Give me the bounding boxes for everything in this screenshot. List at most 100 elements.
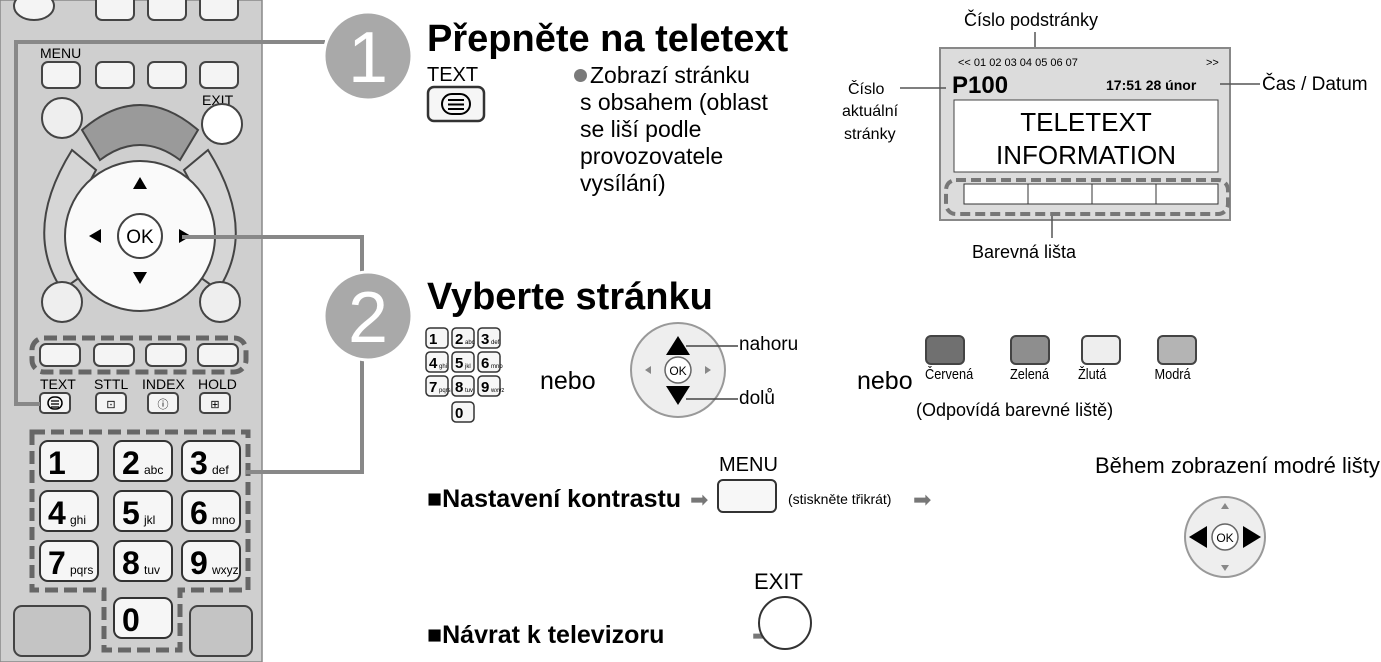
hold-icon: ⊞ (210, 399, 219, 411)
contrast-menu-key[interactable] (717, 479, 777, 513)
sttl-button[interactable] (95, 392, 127, 414)
svg-text:3: 3 (190, 445, 208, 481)
contrast-navigation-pad[interactable]: OK (1180, 492, 1270, 582)
step1-description: Zobrazí stránku s obsahem (oblast se liš… (580, 62, 768, 196)
number-key-7[interactable]: 7 pqrs (39, 540, 99, 582)
step1-bullet-icon (574, 69, 587, 82)
color-key-label-yellow: Žlutá (1078, 366, 1107, 383)
svg-text:9: 9 (190, 545, 208, 581)
green-button[interactable] (93, 343, 135, 367)
svg-text:def: def (491, 340, 500, 346)
svg-text:2: 2 (455, 331, 463, 348)
red-color-key[interactable] (925, 335, 965, 365)
mini-up-arrow-icon (666, 336, 690, 355)
number-key-0[interactable]: 0 (113, 597, 173, 639)
text-button[interactable] (39, 392, 71, 414)
svg-text:tuv: tuv (144, 563, 160, 577)
square-bullet-icon: ■ (427, 485, 443, 513)
up-arrow-icon (133, 177, 147, 189)
contrast-menu-label: MENU (719, 454, 778, 476)
exit-button[interactable] (201, 103, 243, 145)
current-page-line-3: stránky (844, 126, 896, 143)
yellow-color-key[interactable] (1081, 335, 1121, 365)
svg-text:ghi: ghi (439, 364, 447, 370)
power-button[interactable] (13, 0, 55, 21)
teletext-diagram: Číslo podstránky << 01 02 03 04 05 06 07… (842, 9, 1368, 262)
number-key-8[interactable]: 8 tuv (113, 540, 173, 582)
remote-func-label: STTL (94, 376, 128, 392)
return-exit-label: EXIT (754, 569, 803, 594)
top-button-3[interactable] (199, 0, 239, 21)
blue-color-key[interactable] (1157, 335, 1197, 365)
svg-text:5: 5 (455, 355, 463, 372)
mini-down-arrow-icon (666, 386, 690, 405)
subtitle-icon: ⊡ (106, 399, 115, 411)
number-pad-highlight (29, 429, 251, 653)
mini-navigation-pad[interactable]: OK (620, 322, 820, 422)
return-exit-key[interactable] (758, 596, 812, 650)
green-color-key[interactable] (1010, 335, 1050, 365)
current-page-line-2: aktuální (842, 103, 899, 120)
colors-note: (Odpovídá barevné liště) (916, 400, 1114, 420)
remote-button-b[interactable] (147, 61, 187, 89)
left-arrow-icon (89, 229, 101, 243)
square-bullet-icon-2: ■ (427, 621, 443, 649)
index-icon: ⓘ (158, 398, 169, 411)
svg-text:pqrs: pqrs (439, 388, 451, 394)
svg-text:8: 8 (455, 379, 463, 396)
subpage-label: Číslo podstránky (964, 9, 1098, 30)
remote-button-c[interactable] (199, 61, 239, 89)
return-button[interactable] (41, 97, 83, 139)
input-button[interactable] (189, 605, 253, 657)
mini-number-key-1[interactable]: 1 (425, 327, 449, 349)
nav-arc-top[interactable] (80, 104, 200, 162)
remote-button-a[interactable] (95, 61, 135, 89)
svg-text:1: 1 (348, 18, 388, 98)
svg-text:8: 8 (122, 545, 140, 581)
red-button[interactable] (39, 343, 81, 367)
down-label: dolů (739, 388, 775, 409)
ok-button[interactable] (117, 213, 163, 259)
remote-func-label: HOLD (198, 376, 237, 392)
svg-text:wxyz: wxyz (211, 563, 239, 577)
text-key-icon[interactable] (426, 85, 488, 125)
option-button-left[interactable] (41, 281, 83, 323)
time-date-label: Čas / Datum (1262, 73, 1368, 95)
menu-button[interactable] (41, 61, 81, 89)
index-button[interactable] (147, 392, 179, 414)
number-key-1[interactable]: 1 (39, 440, 99, 482)
top-button-2[interactable] (147, 0, 187, 21)
svg-text:4: 4 (48, 495, 66, 531)
option-button-right[interactable] (199, 281, 241, 323)
svg-text:7: 7 (48, 545, 66, 581)
mini-number-key-0[interactable]: 0 (451, 401, 475, 423)
last-view-button[interactable] (13, 605, 91, 657)
color-key-label-blue: Modrá (1154, 366, 1191, 383)
remote-func-label: INDEX (142, 376, 185, 392)
color-bar-highlight (944, 178, 1230, 216)
svg-text:9: 9 (481, 379, 489, 396)
yellow-button[interactable] (145, 343, 187, 367)
svg-text:tuv: tuv (465, 388, 473, 394)
svg-text:pqrs: pqrs (70, 563, 93, 577)
color-bar-label: Barevná lišta (972, 242, 1077, 262)
blue-button[interactable] (197, 343, 239, 367)
top-button-1[interactable] (95, 0, 135, 21)
svg-text:1: 1 (48, 445, 66, 481)
